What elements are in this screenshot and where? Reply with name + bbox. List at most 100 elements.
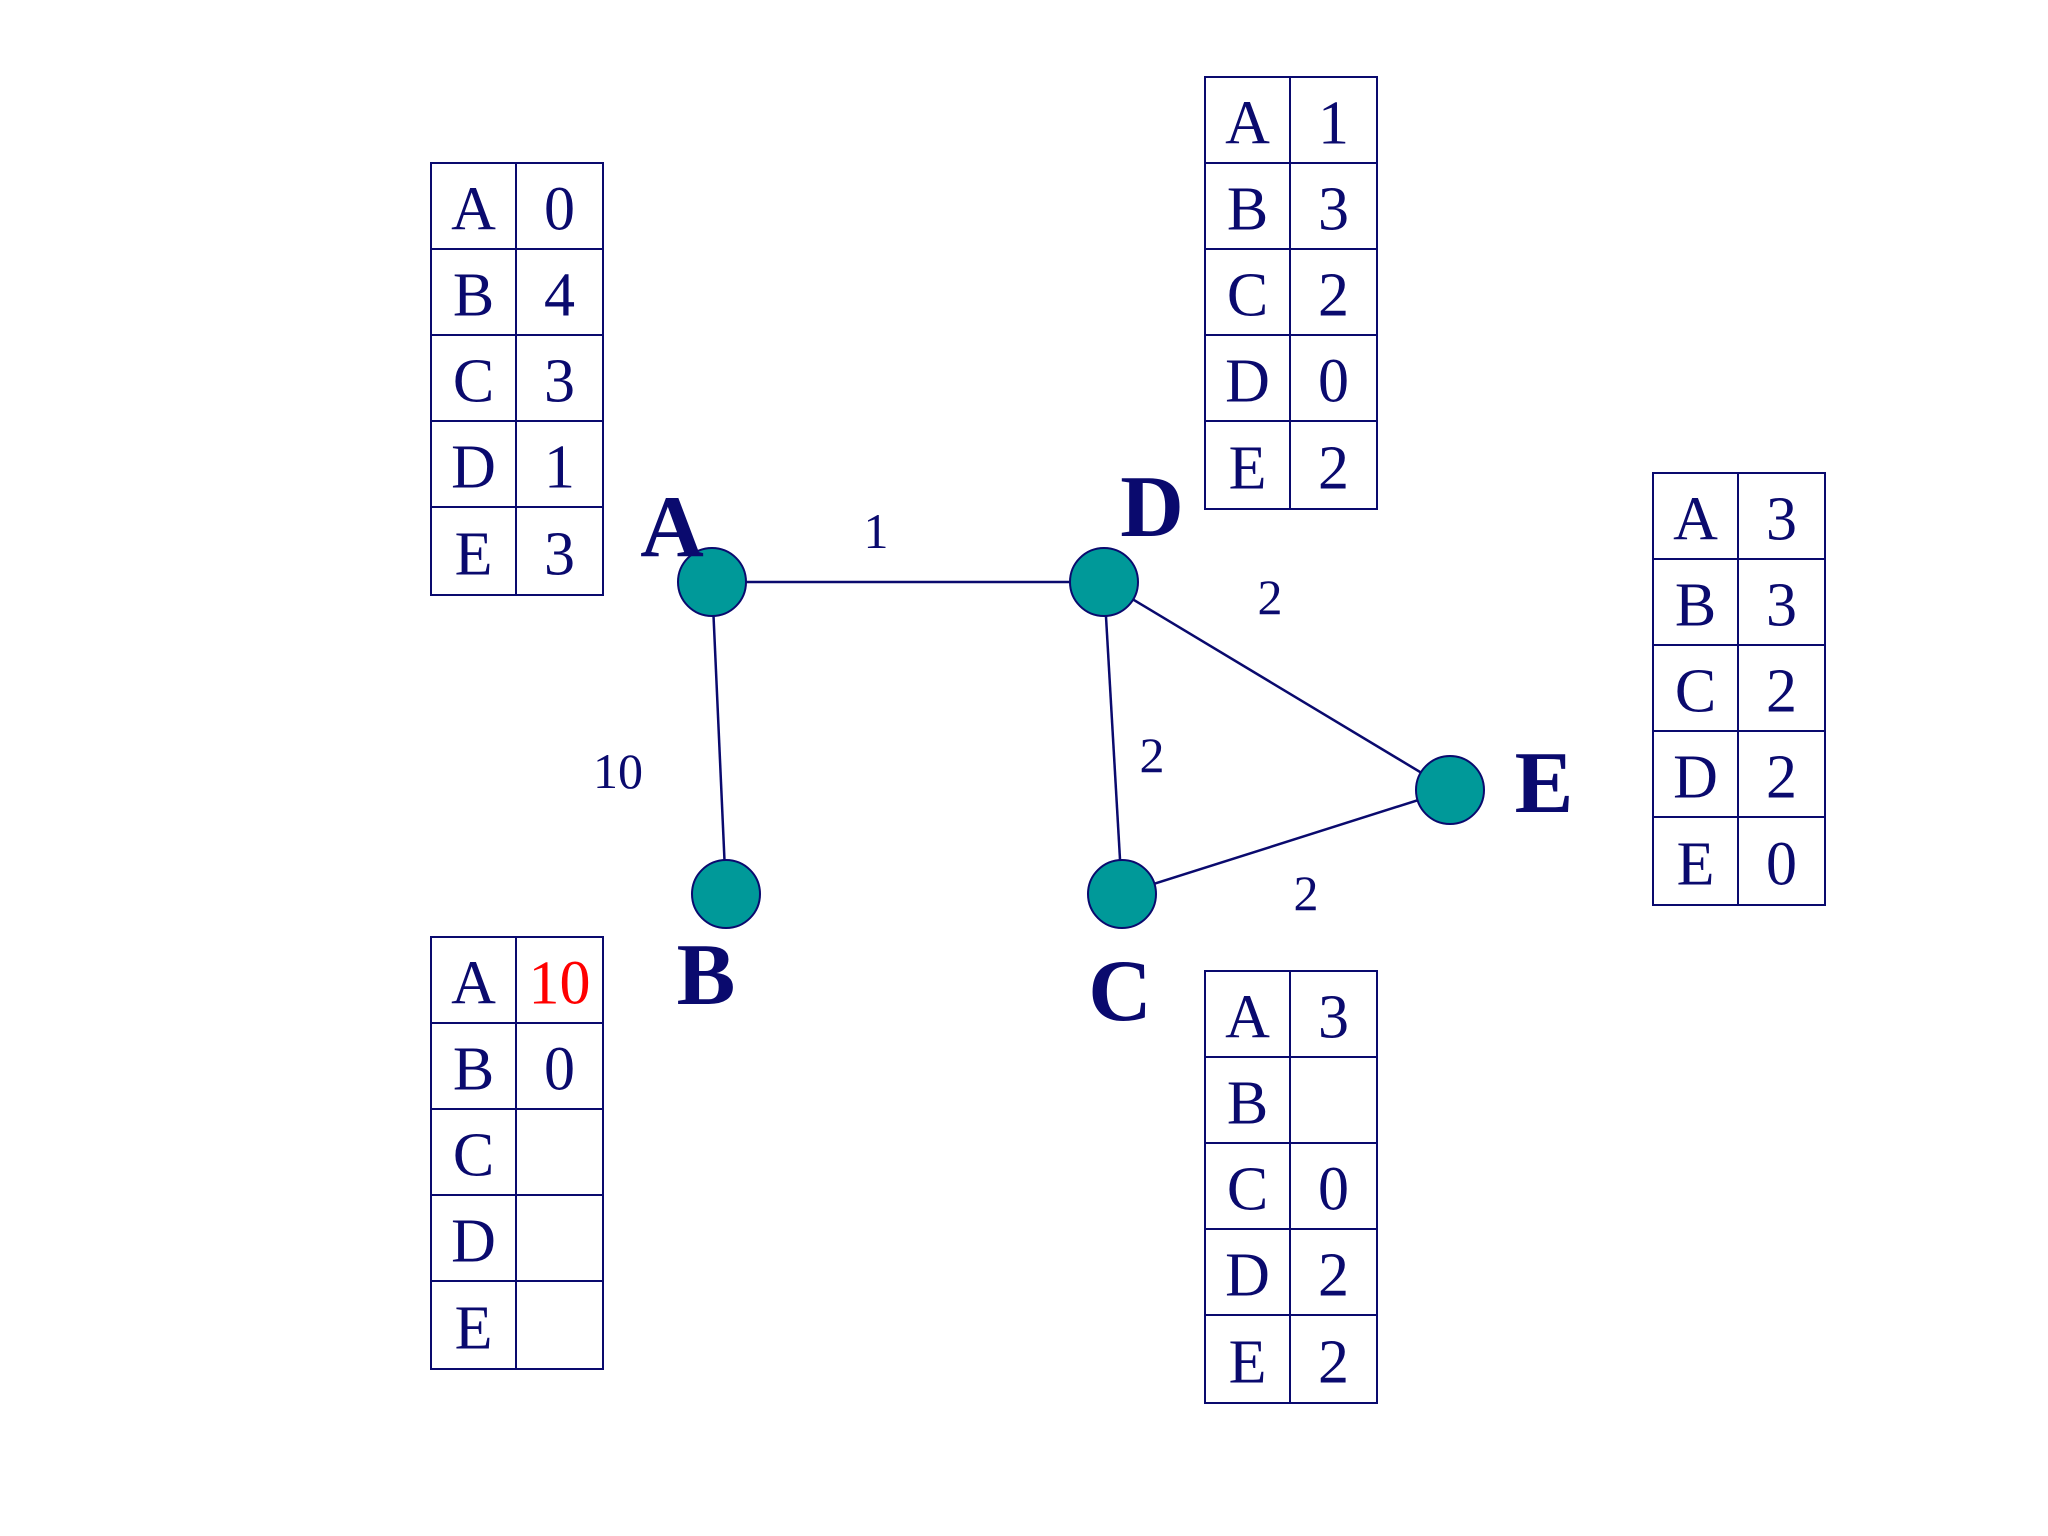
destination-cell: B <box>1654 560 1739 644</box>
cost-cell: 0 <box>544 1035 575 1104</box>
node-label-d: D <box>1120 459 1184 556</box>
cost-cell <box>1291 1058 1376 1142</box>
node-label-e: E <box>1515 735 1574 832</box>
node-label-a: A <box>640 479 704 576</box>
node-a <box>677 547 747 617</box>
cost-cell <box>517 1196 602 1280</box>
cost-cell: 1 <box>1318 89 1349 158</box>
destination-cell: A <box>1206 972 1291 1056</box>
edge-weight-d-c: 2 <box>1140 727 1165 783</box>
node-e <box>1415 755 1485 825</box>
destination-cell: B <box>1206 164 1291 248</box>
destination-cell: E <box>432 1282 517 1368</box>
destination-cell: E <box>1206 422 1291 508</box>
destination-cell: A <box>432 938 517 1022</box>
edge-weight-a-d: 1 <box>864 503 889 559</box>
cost-cell: 3 <box>1318 983 1349 1052</box>
edge-d-c <box>1102 581 1124 895</box>
cost-cell: 3 <box>1318 175 1349 244</box>
destination-cell: C <box>1654 646 1739 730</box>
destination-cell: C <box>1206 1144 1291 1228</box>
table-row: C <box>432 1110 602 1196</box>
edge-weight-d-e: 2 <box>1258 569 1283 625</box>
edge-d-e <box>1103 580 1451 792</box>
destination-cell: D <box>1654 732 1739 816</box>
node-d <box>1069 547 1139 617</box>
cost-cell: 2 <box>1766 657 1797 726</box>
destination-cell: D <box>1206 336 1291 420</box>
cost-cell: 10 <box>528 949 591 1018</box>
edge-weight-a-b: 10 <box>593 743 643 799</box>
cost-cell: 0 <box>1318 347 1349 416</box>
cost-cell: 4 <box>544 261 575 330</box>
cost-cell: 1 <box>544 433 575 502</box>
destination-cell: C <box>1206 250 1291 334</box>
destination-cell: A <box>432 164 517 248</box>
edge-c-e <box>1121 788 1451 896</box>
node-label-b: B <box>677 927 736 1024</box>
node-c <box>1087 859 1157 929</box>
cost-cell: 2 <box>1766 743 1797 812</box>
destination-cell: C <box>432 1110 517 1194</box>
destination-cell: E <box>432 508 517 594</box>
cost-cell: 3 <box>1766 571 1797 640</box>
destination-cell: C <box>432 336 517 420</box>
node-b <box>691 859 761 929</box>
cost-cell <box>517 1110 602 1194</box>
cost-cell: 3 <box>544 520 575 589</box>
cost-cell: 0 <box>1766 830 1797 899</box>
destination-cell: A <box>1654 474 1739 558</box>
cost-cell: 2 <box>1318 1241 1349 1310</box>
edge-weight-c-e: 2 <box>1294 865 1319 921</box>
destination-cell: D <box>432 1196 517 1280</box>
table-row: B <box>1206 1058 1376 1144</box>
cost-cell: 3 <box>544 347 575 416</box>
cost-cell: 2 <box>1318 1328 1349 1397</box>
destination-cell: B <box>432 1024 517 1108</box>
cost-cell: 2 <box>1318 261 1349 330</box>
table-row: E <box>432 1282 602 1368</box>
destination-cell: D <box>432 422 517 506</box>
edge-a-b <box>710 581 728 895</box>
destination-cell: A <box>1206 78 1291 162</box>
destination-cell: D <box>1206 1230 1291 1314</box>
cost-cell <box>517 1282 602 1368</box>
destination-cell: E <box>1654 818 1739 904</box>
destination-cell: E <box>1206 1316 1291 1402</box>
destination-cell: B <box>432 250 517 334</box>
destination-cell: B <box>1206 1058 1291 1142</box>
table-row: D <box>432 1196 602 1282</box>
node-label-c: C <box>1088 943 1152 1040</box>
cost-cell: 0 <box>544 175 575 244</box>
cost-cell: 0 <box>1318 1155 1349 1224</box>
cost-cell: 3 <box>1766 485 1797 554</box>
cost-cell: 2 <box>1318 434 1349 503</box>
